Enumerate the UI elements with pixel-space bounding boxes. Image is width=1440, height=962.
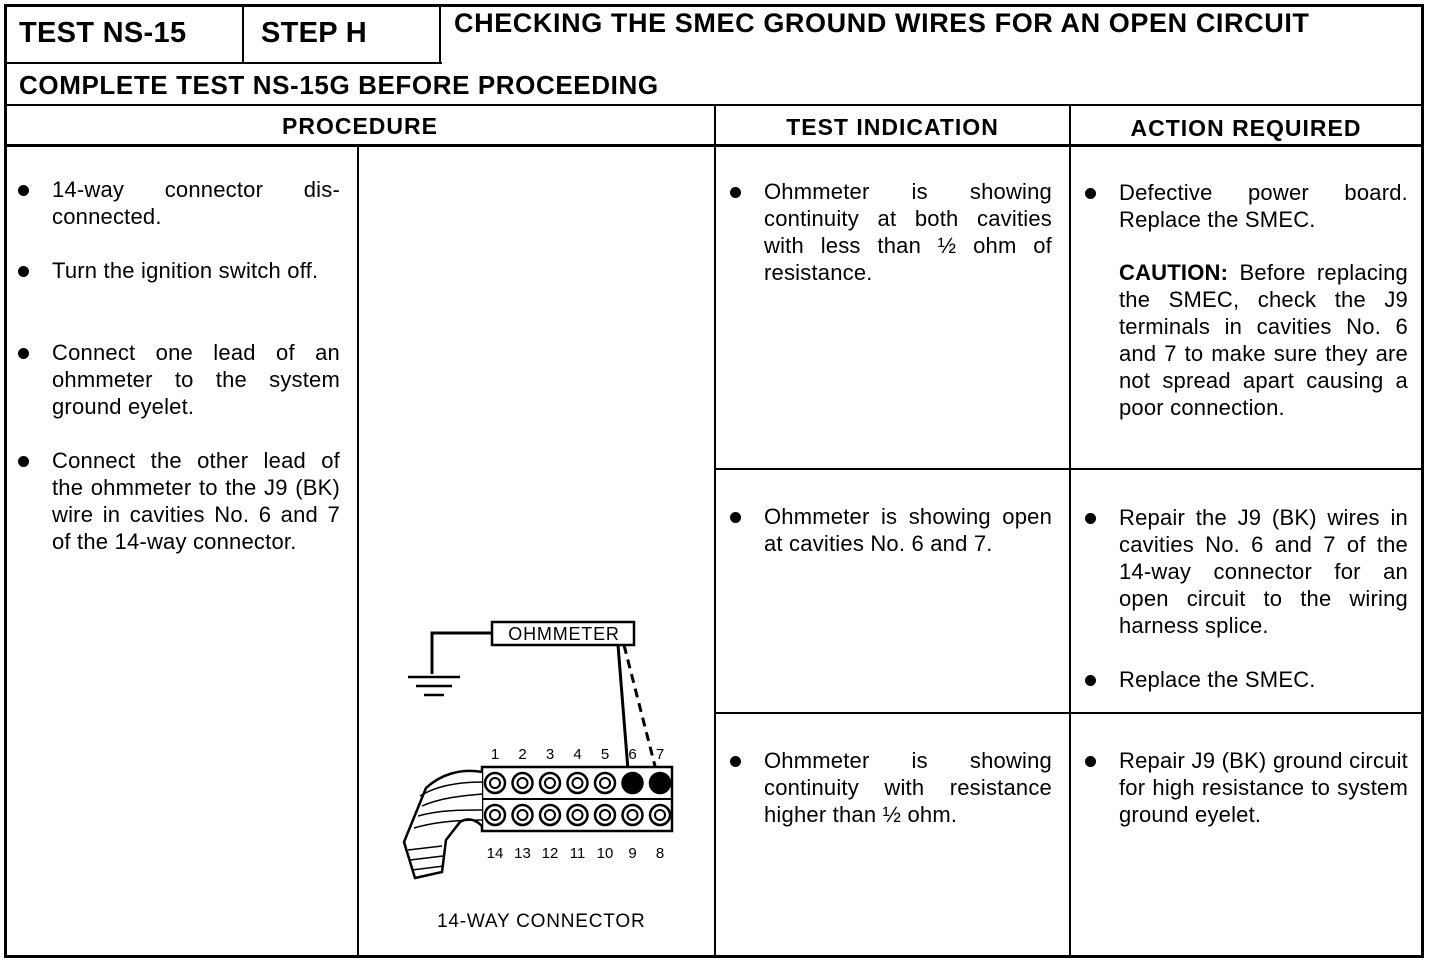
test-label: TEST NS-15 <box>19 17 187 49</box>
cavity-2 <box>511 771 534 795</box>
caution-label: CAUTION: <box>1119 260 1229 285</box>
cavity-number: 7 <box>656 746 664 763</box>
table-border-top <box>4 4 1424 7</box>
header-row-rule <box>4 62 442 64</box>
table-border-left <box>4 4 7 958</box>
procedure-step: Connect the other lead of the ohmmeter t… <box>18 447 340 555</box>
step-label: STEP H <box>261 17 368 49</box>
bullet-icon <box>1085 756 1096 767</box>
indication-text: Ohmmeter is showing open at cavities No.… <box>764 504 1052 556</box>
test-lead-dashed <box>622 644 658 771</box>
cavity-3 <box>538 771 562 795</box>
cavity-14 <box>483 803 507 827</box>
action-row-2b: Replace the SMEC. <box>1085 666 1408 693</box>
bullet-icon <box>18 456 29 467</box>
indication-row-3: Ohmmeter is showing continuity with resi… <box>730 747 1052 828</box>
procedure-step-text: Connect one lead of an ohmmeter to the s… <box>52 340 340 419</box>
cavity-9 <box>621 803 644 827</box>
ground-wire <box>430 631 492 674</box>
cavity-13 <box>511 803 534 827</box>
cavity-10 <box>593 803 617 827</box>
bullet-icon <box>1085 675 1096 686</box>
header-divider-2 <box>439 4 441 64</box>
header-divider-1 <box>242 4 244 64</box>
action-text: Replace the SMEC. <box>1119 667 1316 692</box>
column-header-indication: TEST INDICATION <box>786 114 999 140</box>
test-lead-solid <box>616 644 630 771</box>
bullet-icon <box>18 348 29 359</box>
column-header-procedure: PROCEDURE <box>282 113 438 139</box>
cavity-4 <box>566 771 589 795</box>
ohmmeter-label: OHMMETER <box>508 624 620 644</box>
row-rule-2 <box>714 712 1424 714</box>
action-row-3: Repair J9 (BK) ground circuit for high r… <box>1085 747 1408 828</box>
column-header-action: ACTION REQUIRED <box>1130 115 1362 141</box>
cavity-number: 10 <box>597 845 614 862</box>
cavity-7 <box>648 771 672 795</box>
procedure-step-text: 14-way connector dis-connected. <box>52 177 340 229</box>
wire-bundle-icon <box>402 769 483 880</box>
table-border-right <box>1421 4 1424 958</box>
caution-text: Before replacing the SMEC, check the J9 … <box>1119 260 1408 420</box>
cavity-number: 6 <box>628 746 636 763</box>
bullet-icon <box>730 187 741 198</box>
col-divider-action <box>1069 104 1071 958</box>
action-text: Repair J9 (BK) ground circuit for high r… <box>1119 748 1408 827</box>
action-row-2: Repair the J9 (BK) wires in cavities No.… <box>1085 504 1408 639</box>
indication-row-2: Ohmmeter is showing open at cavities No.… <box>730 503 1052 557</box>
bullet-icon <box>1085 513 1096 524</box>
cavity-number: 1 <box>491 746 499 763</box>
procedure-step-text: Connect the other lead of the ohmmeter t… <box>52 448 340 554</box>
cavity-number: 13 <box>514 845 531 862</box>
cavity-number: 3 <box>546 746 554 763</box>
cavity-5 <box>593 771 617 795</box>
bullet-icon <box>18 185 29 196</box>
row-rule-1 <box>714 468 1424 470</box>
bullet-icon <box>18 266 29 277</box>
cavity-number: 5 <box>601 746 609 763</box>
cavity-12 <box>538 803 562 827</box>
cavity-number: 12 <box>542 845 559 862</box>
procedure-step: 14-way connector dis-connected. <box>18 176 340 230</box>
cavity-number: 14 <box>487 845 504 862</box>
cavity-number: 11 <box>570 845 586 862</box>
bullet-icon <box>1085 188 1096 199</box>
cavity-1 <box>483 771 507 795</box>
cavity-number: 4 <box>573 746 581 763</box>
procedure-step: Turn the ignition switch off. <box>18 257 340 284</box>
cavity-6 <box>621 771 644 795</box>
cavity-number: 2 <box>518 746 526 763</box>
indication-text: Ohmmeter is showing continuity at both c… <box>764 179 1052 285</box>
caution-note: CAUTION: Before replacing the SMEC, chec… <box>1119 259 1408 421</box>
procedure-step-text: Turn the ignition switch off. <box>52 258 319 283</box>
col-divider-procedure <box>357 146 359 958</box>
ohmmeter-box <box>490 620 636 647</box>
action-row-1: Defective power board. Replace the SMEC.… <box>1085 179 1408 421</box>
col-divider-indication <box>714 104 716 958</box>
indication-text: Ohmmeter is showing continuity with resi… <box>764 748 1052 827</box>
prerequisite-note: COMPLETE TEST NS-15G BEFORE PROCEEDING <box>19 70 659 100</box>
bullet-icon <box>730 512 741 523</box>
bullet-icon <box>730 756 741 767</box>
cavity-11 <box>566 803 589 827</box>
action-text: Repair the J9 (BK) wires in cavities No.… <box>1119 505 1408 638</box>
action-text: Defective power board. Replace the SMEC. <box>1119 180 1408 232</box>
page-title: CHECKING THE SMEC GROUND WIRES FOR AN OP… <box>454 8 1310 38</box>
diagram-caption: 14-WAY CONNECTOR <box>437 911 646 932</box>
procedure-step: Connect one lead of an ohmmeter to the s… <box>18 339 340 420</box>
cavity-8 <box>648 803 672 827</box>
cavity-number: 8 <box>656 845 664 862</box>
indication-row-1: Ohmmeter is showing continuity at both c… <box>730 178 1052 286</box>
cavity-number: 9 <box>628 845 636 862</box>
